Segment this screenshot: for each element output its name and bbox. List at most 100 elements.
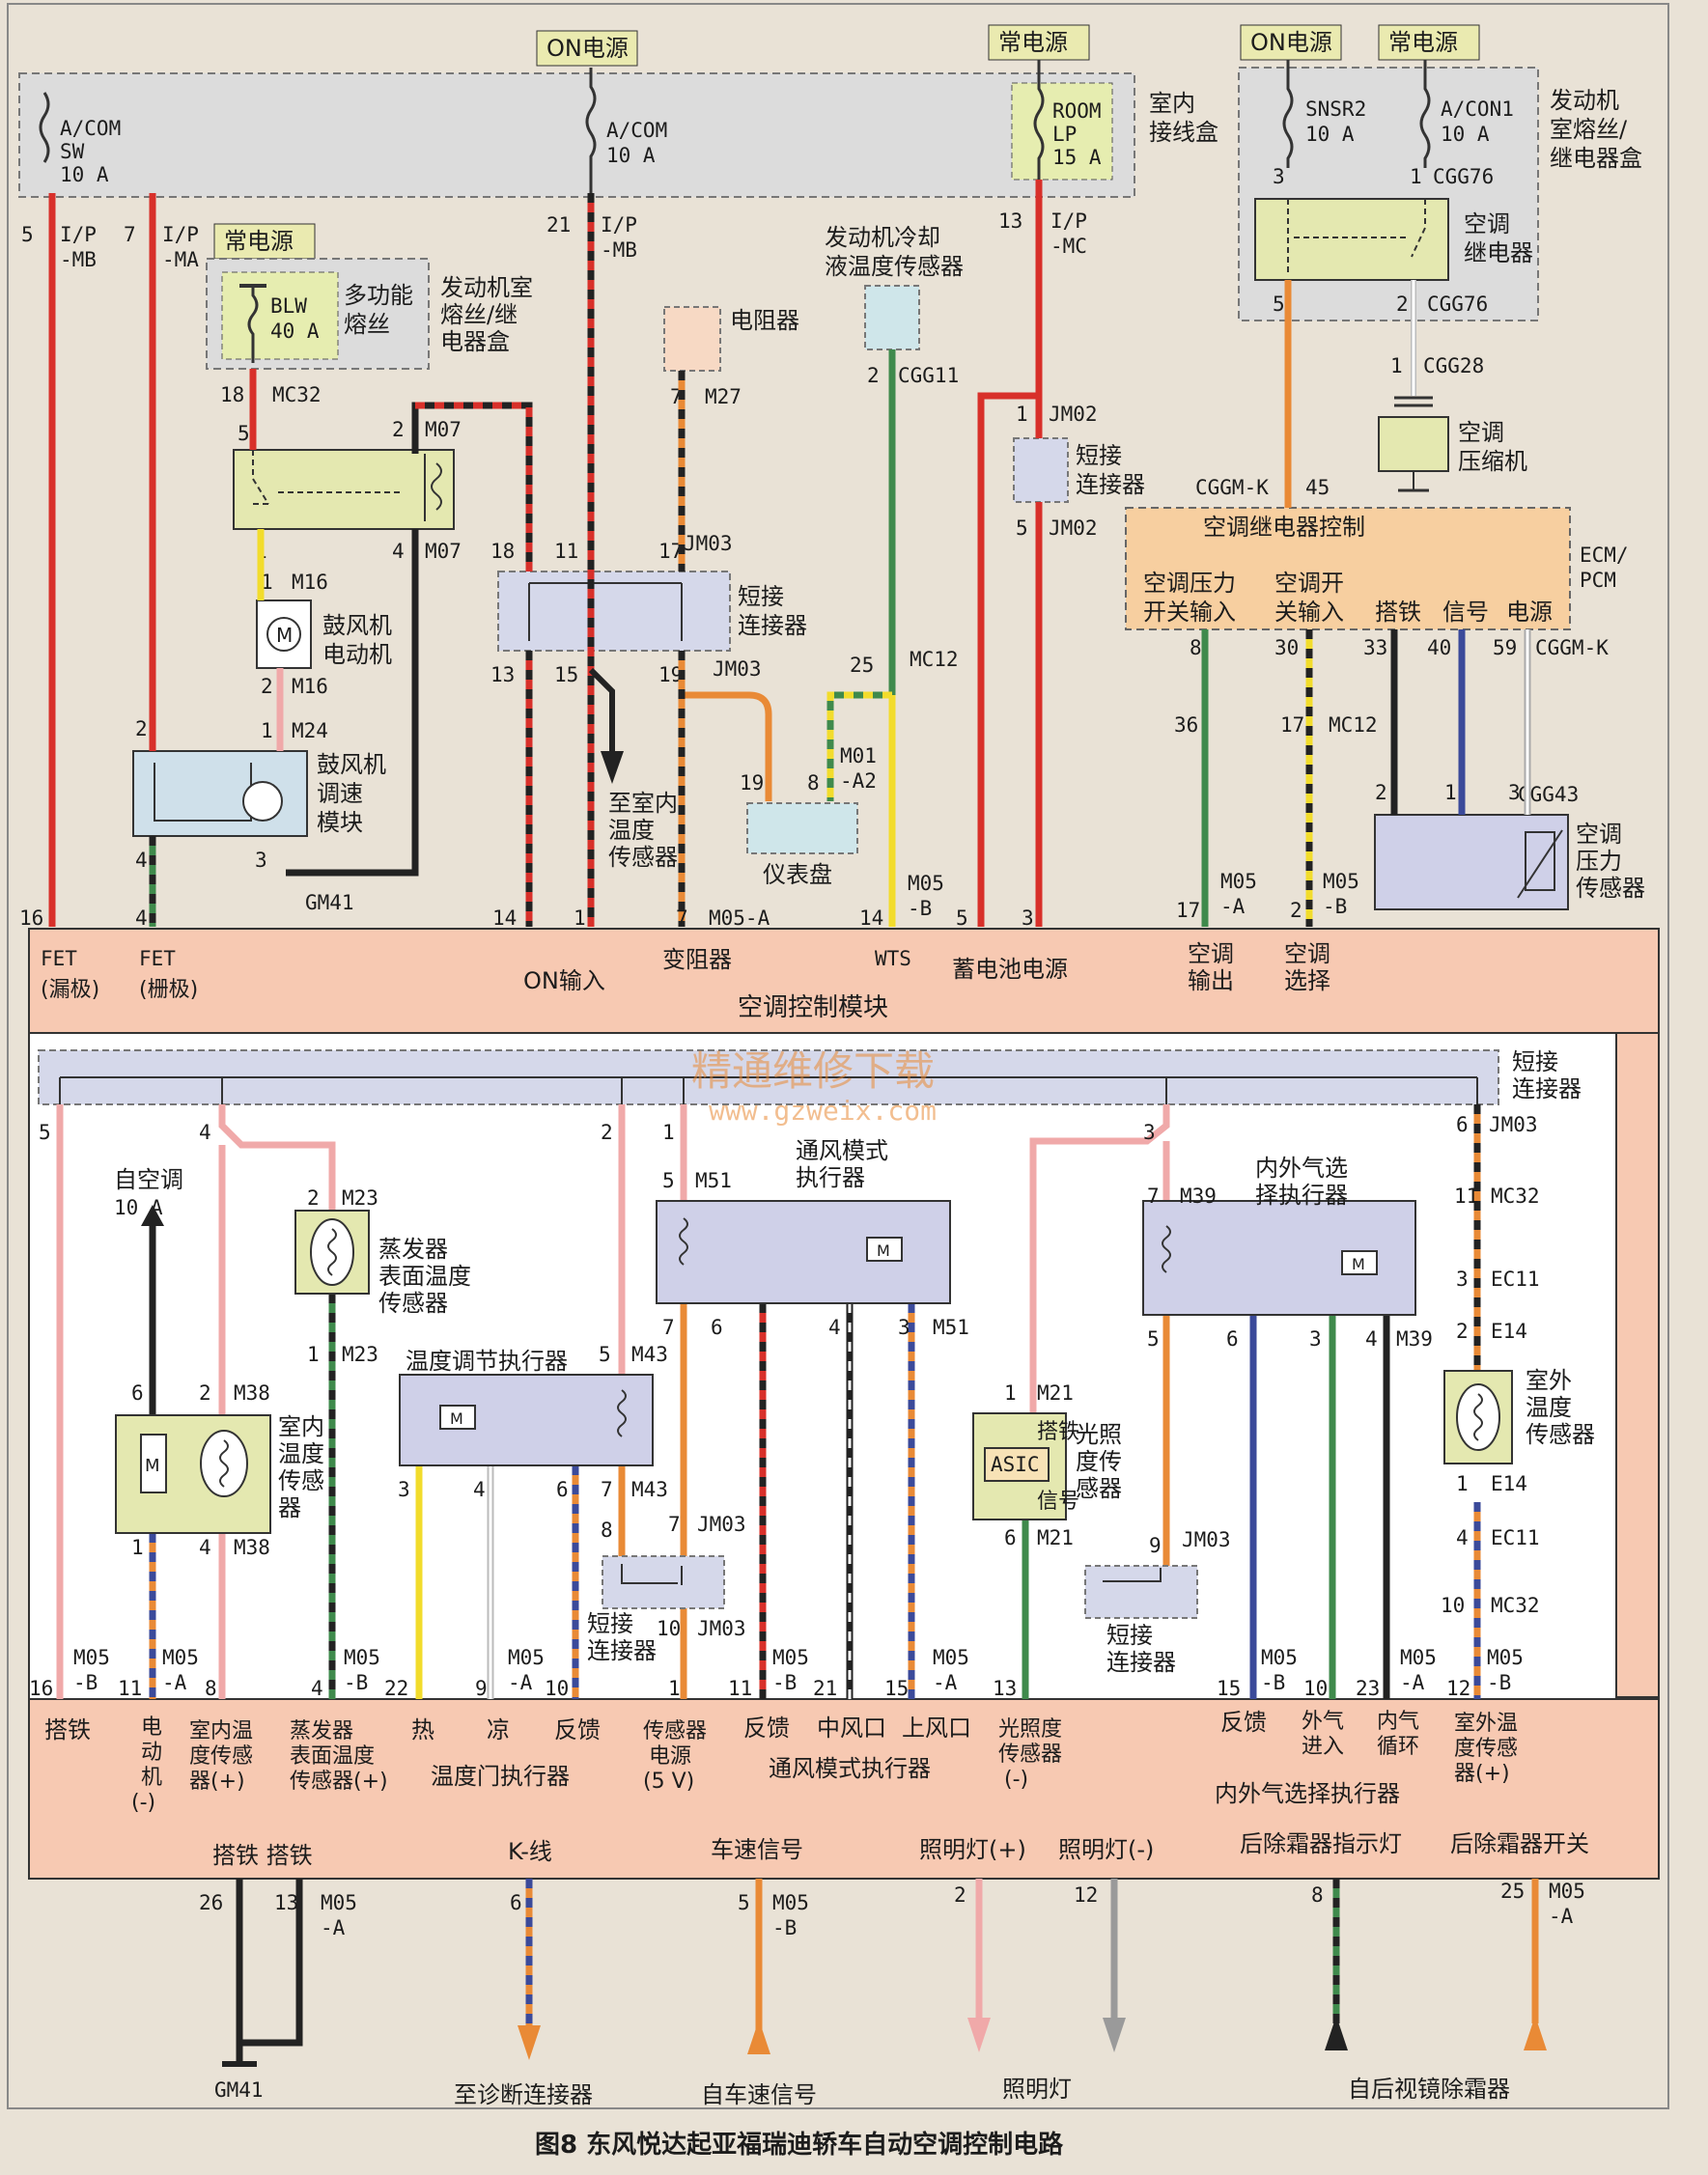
svg-text:空调: 空调: [1458, 419, 1504, 446]
pin-4: 4: [392, 540, 405, 563]
svg-text:FET: FET: [41, 947, 77, 970]
svg-text:照明灯(-): 照明灯(-): [1058, 1836, 1154, 1863]
svg-text:1: 1: [662, 1121, 675, 1144]
svg-text:ECM/: ECM/: [1580, 544, 1629, 567]
pin-5b: 5: [238, 422, 250, 445]
svg-text:10 A: 10 A: [606, 144, 656, 167]
svg-text:机: 机: [141, 1766, 162, 1790]
svg-text:8: 8: [1190, 636, 1202, 659]
svg-text:10: 10: [1303, 1677, 1328, 1700]
svg-text:22: 22: [384, 1677, 408, 1700]
svg-text:SW: SW: [60, 140, 85, 163]
svg-text:CGGM-K: CGGM-K: [1535, 636, 1609, 659]
svg-text:M38: M38: [234, 1381, 270, 1405]
svg-text:表面温度: 表面温度: [378, 1263, 471, 1290]
svg-text:自空调: 自空调: [114, 1166, 183, 1193]
wires-top: [48, 180, 1531, 927]
svg-text:室内: 室内: [278, 1413, 324, 1440]
svg-text:连接器: 连接器: [1512, 1075, 1582, 1102]
svg-text:常电源: 常电源: [1388, 29, 1458, 56]
engine-fuse-box2-2: 熔丝/继: [440, 301, 518, 328]
svg-text:4: 4: [1456, 1526, 1469, 1549]
svg-text:传感器: 传感器: [608, 844, 678, 871]
svg-text:M39: M39: [1396, 1327, 1433, 1351]
svg-text:精通维修下载: 精通维修下载: [691, 1047, 935, 1095]
wires-bottom: [56, 1104, 1481, 1699]
bottom-wire-labels: 5 4 2 1 3 6 JM03 2 M23 1 M23 6 2 M38 1 4…: [29, 1113, 1540, 1700]
svg-text:电动机: 电动机: [322, 641, 392, 668]
svg-text:熔丝: 熔丝: [344, 311, 390, 338]
svg-text:M05: M05: [1487, 1646, 1524, 1669]
svg-text:通风模式执行器: 通风模式执行器: [769, 1755, 931, 1782]
svg-text:温度: 温度: [1526, 1394, 1572, 1421]
junction-box-label-1: 室内: [1149, 90, 1195, 117]
svg-text:M05: M05: [508, 1646, 545, 1669]
svg-text:13: 13: [998, 209, 1022, 233]
svg-text:关输入: 关输入: [1274, 599, 1344, 626]
short-connector-photo: 短接 连接器: [1084, 1565, 1198, 1676]
svg-text:压力: 压力: [1576, 848, 1622, 875]
conn-m27: M27: [705, 385, 742, 408]
svg-text:车速信号: 车速信号: [711, 1836, 803, 1863]
svg-text:GM41: GM41: [214, 2078, 264, 2102]
svg-text:-A: -A: [1220, 895, 1246, 918]
svg-text:-B: -B: [73, 1671, 98, 1694]
pin-2e: 2: [867, 364, 880, 387]
svg-text:15: 15: [884, 1677, 909, 1700]
svg-text:M05: M05: [1323, 870, 1359, 893]
conn-jm03-b: JM03: [713, 657, 762, 681]
svg-text:连接器: 连接器: [587, 1637, 657, 1664]
svg-text:蒸发器: 蒸发器: [290, 1719, 353, 1743]
svg-text:M23: M23: [342, 1186, 378, 1210]
svg-text:10 A: 10 A: [1305, 123, 1355, 146]
pin-2c: 2: [261, 675, 273, 698]
short-connector-temp: 短接 连接器: [587, 1555, 725, 1664]
pin-8: 8: [807, 771, 820, 795]
svg-text:M05: M05: [908, 872, 944, 895]
svg-text:10: 10: [545, 1677, 569, 1700]
svg-text:MC12: MC12: [1329, 713, 1378, 737]
svg-text:40 A: 40 A: [270, 320, 320, 343]
svg-text:11: 11: [1454, 1185, 1478, 1208]
svg-text:后除霜器开关: 后除霜器开关: [1450, 1830, 1589, 1857]
engine-box-label-1: 发动机: [1550, 87, 1619, 114]
svg-text:表面温度: 表面温度: [290, 1744, 375, 1769]
svg-text:13: 13: [993, 1677, 1017, 1700]
svg-text:36: 36: [1174, 713, 1198, 737]
svg-text:空调: 空调: [1576, 821, 1622, 848]
conn-jm03-a: JM03: [684, 532, 733, 555]
svg-text:常电源: 常电源: [998, 29, 1068, 56]
svg-text:温度: 温度: [278, 1440, 324, 1467]
top-wire-labels: 5 I/P -MB 7 I/P -MA 21 I/P -MB 13 I/P -M…: [19, 209, 1609, 930]
svg-text:-B: -B: [908, 897, 932, 920]
svg-text:传感器(+): 传感器(+): [290, 1770, 388, 1794]
conn-gm41-a: GM41: [305, 891, 354, 914]
svg-text:6: 6: [510, 1891, 522, 1914]
svg-text:M: M: [276, 624, 293, 647]
svg-text:(-): (-): [1004, 1768, 1028, 1792]
ac-pressure-sensor: 空调 压力 传感器: [1374, 814, 1645, 910]
svg-text:1: 1: [1004, 1381, 1017, 1405]
svg-text:室内温: 室内温: [189, 1719, 253, 1743]
interior-junction-box: [18, 72, 1135, 198]
intake-actuator: M 内外气选 择执行器: [1142, 1155, 1416, 1316]
svg-text:15: 15: [1217, 1677, 1241, 1700]
module-bottom-labels: 搭铁 电 动 机 (-) 室内温 度传感 器(+) 蒸发器 表面温度 传感器(+…: [44, 1709, 1589, 1869]
svg-text:6: 6: [1004, 1526, 1017, 1549]
svg-text:7: 7: [1147, 1185, 1160, 1208]
svg-text:连接器: 连接器: [738, 612, 807, 639]
svg-text:6: 6: [1456, 1113, 1469, 1136]
short-connector-jm02: 短接 连接器: [1013, 437, 1145, 503]
conn-mc12-a: MC12: [910, 648, 959, 671]
svg-text:1: 1: [1456, 1472, 1469, 1495]
junction-box-label-2: 接线盒: [1149, 119, 1218, 146]
svg-text:-B: -B: [344, 1671, 368, 1694]
svg-text:M05: M05: [1400, 1646, 1437, 1669]
svg-text:4: 4: [135, 906, 148, 930]
svg-text:1: 1: [668, 1677, 681, 1700]
svg-text:M05: M05: [772, 1646, 809, 1669]
conn-m16-a: M16: [292, 571, 328, 594]
svg-text:度传感: 度传感: [189, 1744, 253, 1769]
svg-text:反馈: 反馈: [1220, 1709, 1267, 1736]
svg-text:至室内: 至室内: [608, 790, 678, 817]
